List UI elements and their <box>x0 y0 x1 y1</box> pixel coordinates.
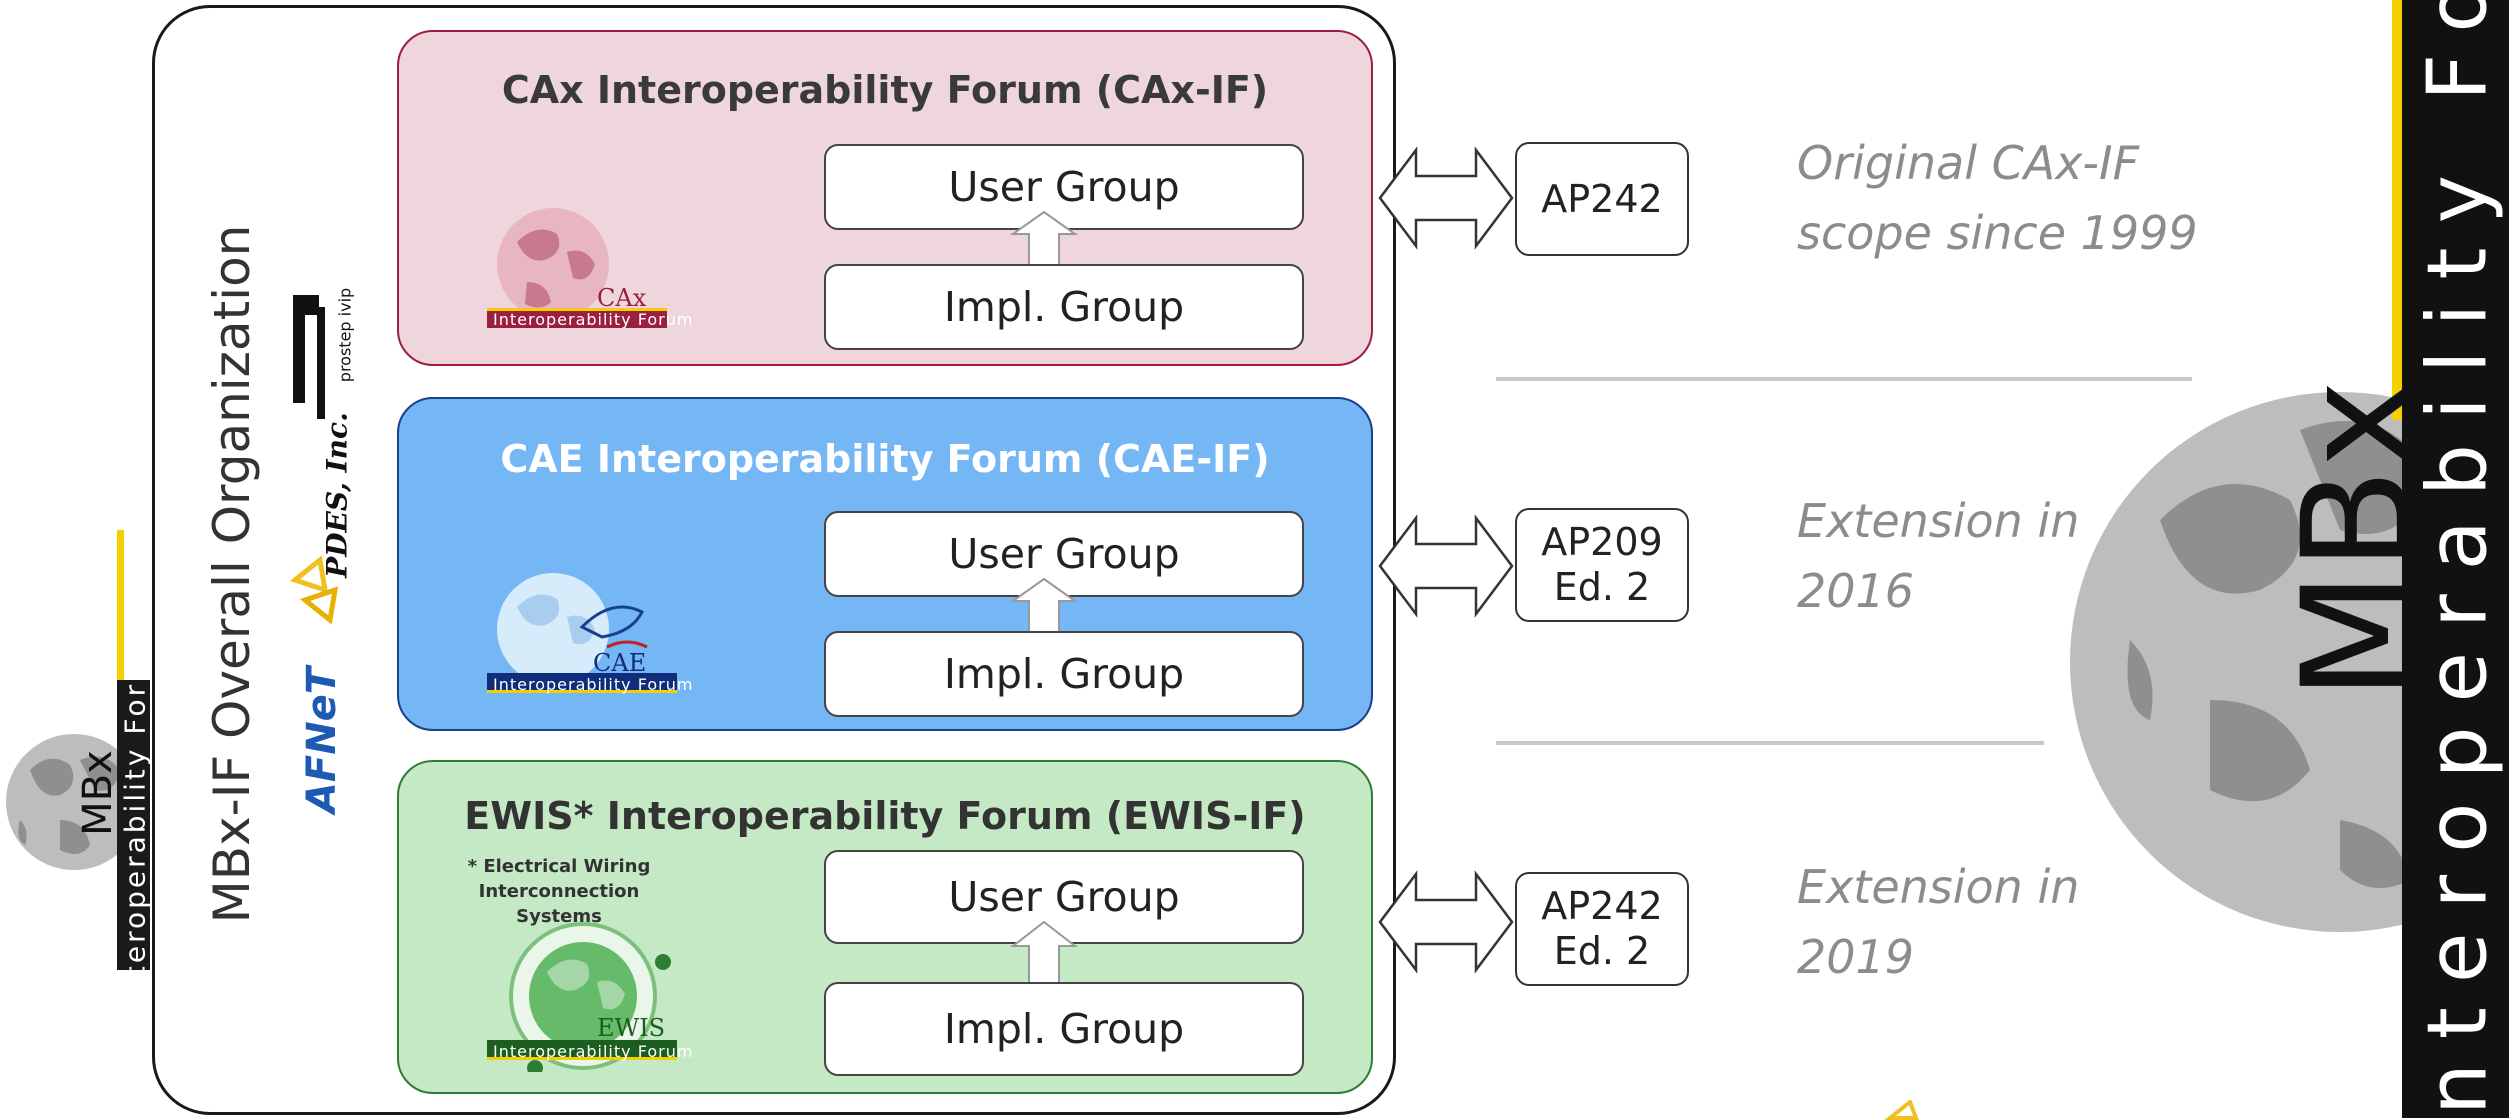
cae-logo-mark: CAE <box>593 649 647 677</box>
cax-logo-banner: Interoperability Forum <box>493 310 694 329</box>
cae-impl-group: Impl. Group <box>824 631 1304 717</box>
ewis-impl-group: Impl. Group <box>824 982 1304 1076</box>
forum-cax-title: CAx Interoperability Forum (CAx-IF) <box>501 68 1269 112</box>
mbx-small-banner: Interoperability Forum <box>118 630 152 1010</box>
ewis-ap-line-2: Ed. 2 <box>1553 929 1651 973</box>
ewis-user-group: User Group <box>824 850 1304 944</box>
cax-ap-line-1: AP242 <box>1541 176 1663 221</box>
bottom-partial-logo <box>1884 1100 1919 1120</box>
divider-1 <box>1496 377 2192 381</box>
prostep-label: prostep ivip <box>335 287 355 383</box>
cax-logo-mark: CAx <box>597 284 647 312</box>
cax-note-line-1: Original CAx-IF <box>1797 136 2140 190</box>
cae-ap-line-1: AP209 <box>1541 520 1663 565</box>
mbx-watermark: MBx nteroperability Foru <box>2040 0 2509 1118</box>
forum-cax: CAx Interoperability Forum (CAx-IF) CAx … <box>397 30 1373 366</box>
ewis-footnote: * Electrical Wiring Interconnection Syst… <box>439 854 679 929</box>
ewis-ap-line-1: AP242 <box>1541 884 1663 929</box>
pdes-logo: PDES, Inc. <box>285 412 365 640</box>
divider-2 <box>1496 741 2044 745</box>
cae-logo-banner: Interoperability Forum <box>493 675 694 694</box>
ewis-note-line-1: Extension in <box>1797 860 2080 914</box>
cae-note: Extension in 2016 <box>1797 486 2079 626</box>
cax-logo: CAx Interoperability Forum <box>487 202 692 342</box>
ewis-logo-mark: EWIS <box>597 1014 666 1042</box>
cae-note-line-1: Extension in <box>1797 494 2080 548</box>
cae-double-arrow <box>1378 514 1514 618</box>
ewis-footnote-line-1: * Electrical Wiring <box>467 856 651 877</box>
ewis-ap-box: AP242 Ed. 2 <box>1515 872 1689 986</box>
afnet-label: AFNeT <box>299 666 345 814</box>
forum-cae: CAE Interoperability Forum (CAE-IF) CAE … <box>397 397 1373 731</box>
forum-ewis-title: EWIS* Interoperability Forum (EWIS-IF) <box>464 794 1306 838</box>
cae-ap-line-2: Ed. 2 <box>1553 565 1651 609</box>
ewis-double-arrow <box>1378 870 1514 974</box>
pdes-label: PDES, Inc. <box>320 412 354 578</box>
mbx-small-mark: MBx <box>75 750 121 836</box>
cae-note-line-2: 2016 <box>1797 564 1915 618</box>
mbx-small-logo: Interoperability Forum MBx <box>0 520 152 1009</box>
forum-cae-title: CAE Interoperability Forum (CAE-IF) <box>500 437 1270 481</box>
ewis-note-line-2: 2019 <box>1797 930 1915 984</box>
ewis-logo-banner: Interoperability Forum <box>493 1042 694 1061</box>
cax-ap-box: AP242 <box>1515 142 1689 256</box>
cax-note: Original CAx-IF scope since 1999 <box>1797 128 2198 268</box>
ewis-note: Extension in 2019 <box>1797 852 2079 992</box>
prostep-logo: prostep ivip <box>285 285 355 425</box>
mbx-watermark-banner: nteroperability Foru <box>2410 0 2506 1116</box>
ewis-footnote-line-2: Interconnection Systems <box>478 881 640 927</box>
cax-double-arrow <box>1378 146 1514 250</box>
cae-ap-box: AP209 Ed. 2 <box>1515 508 1689 622</box>
cae-logo: CAE Interoperability Forum <box>487 567 692 707</box>
cax-note-line-2: scope since 1999 <box>1797 206 2198 260</box>
cax-impl-group: Impl. Group <box>824 264 1304 350</box>
afnet-logo: AFNeT <box>290 666 350 830</box>
forum-ewis: EWIS* Interoperability Forum (EWIS-IF) *… <box>397 760 1373 1094</box>
organization-title: MBx-IF Overall Organization <box>203 224 261 924</box>
cae-user-group: User Group <box>824 511 1304 597</box>
ewis-logo: EWIS Interoperability Forum <box>487 922 692 1072</box>
